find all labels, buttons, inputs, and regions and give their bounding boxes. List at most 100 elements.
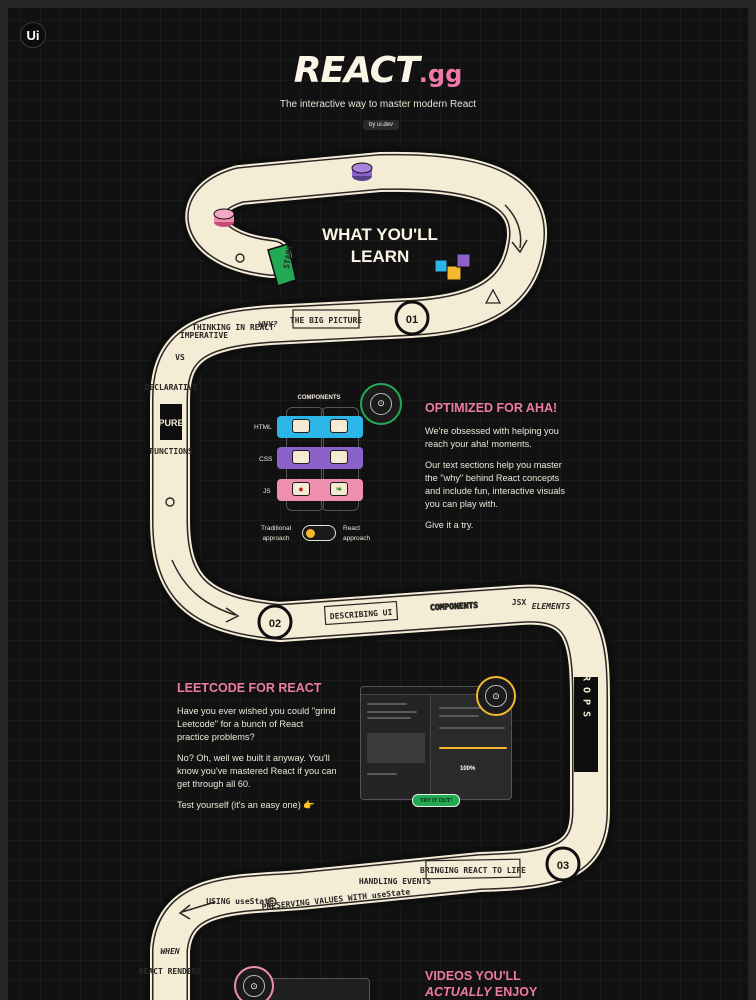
tile-vs: VS <box>175 353 185 362</box>
gear-icon <box>165 497 175 507</box>
tile-thinking: THINKING IN REACT <box>192 323 274 332</box>
preview-line <box>367 711 417 713</box>
svg-text:01: 01 <box>406 314 418 326</box>
preview-line <box>439 715 479 717</box>
tile-big-picture[interactable]: THE BIG PICTURE <box>290 309 362 329</box>
arrow-left <box>178 901 216 920</box>
videos-line-2: ACTUALLY ENJOY <box>425 984 537 1000</box>
videos-heading: VIDEOS YOU'LL ACTUALLY ENJOY <box>425 968 537 1000</box>
preview-progress <box>439 747 507 749</box>
tile-usestate: USING useState <box>206 897 274 906</box>
tile-jsx: JSX <box>512 598 527 607</box>
step-03-marker[interactable]: 03 <box>545 846 581 882</box>
try-it-out-button[interactable]: TRY IT OUT! <box>412 794 460 807</box>
svg-text:P R O P S: P R O P S <box>581 663 592 717</box>
learn-line-1: WHAT YOU'LL <box>322 225 438 244</box>
video-medal-icon: ⊙ <box>234 966 274 1000</box>
document-icon: ▤ <box>292 419 310 433</box>
tile-props[interactable]: P R O P S <box>574 663 598 772</box>
gauge-icon: ⊙ <box>485 685 507 707</box>
tile-handling-events: HANDLING EVENTS <box>359 877 431 886</box>
gear-icon <box>267 897 277 907</box>
tile-pure[interactable]: PURE <box>158 404 184 440</box>
start-flag[interactable]: START <box>267 243 297 287</box>
preview-line <box>439 707 499 709</box>
what-youll-learn-title: WHAT YOU'LL LEARN <box>300 224 460 268</box>
tile-imperative: IMPERATIVE <box>180 331 228 340</box>
leetcode-paragraph: No? Oh, well we built it anyway. You'll … <box>177 753 337 789</box>
completion-percent: 100% <box>460 766 476 772</box>
toggle-knob <box>306 529 315 538</box>
svg-text:PURE: PURE <box>158 418 183 428</box>
svg-text:DESCRIBING UI: DESCRIBING UI <box>330 608 393 621</box>
tile-declarative: DECLARATIVE <box>145 383 198 392</box>
leetcode-heading: LEETCODE FOR REACT <box>177 681 322 695</box>
svg-text:BRINGING REACT TO LIFE: BRINGING REACT TO LIFE <box>420 866 526 875</box>
preview-line <box>367 717 411 719</box>
react-label: React approach <box>343 525 371 542</box>
arrow-down-right <box>504 204 528 254</box>
pink-token-icon <box>213 208 235 227</box>
brand-suffix: .gg <box>418 60 463 88</box>
aha-paragraph: Our text sections help you master the "w… <box>425 460 565 509</box>
js-row[interactable]: ● ❧ <box>277 479 363 501</box>
tomato-icon: ● <box>292 482 310 496</box>
tile-bringing-react[interactable]: BRINGING REACT TO LIFE <box>420 858 526 880</box>
row-label-css: CSS <box>259 456 273 463</box>
tile-describing-ui[interactable]: DESCRIBING UI <box>323 600 399 626</box>
step-01-marker[interactable]: 01 <box>394 300 430 336</box>
brand-logo[interactable]: REACT.gg <box>0 50 756 91</box>
tile-why: WHY? <box>258 320 277 329</box>
ui-dev-logo[interactable]: Ui <box>20 22 46 48</box>
challenge-medal-icon: ⊙ <box>476 676 516 716</box>
start-label: START <box>282 244 295 269</box>
road-surface <box>153 155 607 1000</box>
css-row[interactable]: ◢ ◣ <box>277 447 363 469</box>
preview-line <box>367 773 397 775</box>
preview-line <box>367 703 407 705</box>
step-02-marker[interactable]: 02 <box>257 604 293 640</box>
gauge-icon: ⊙ <box>369 392 393 416</box>
gauge-icon: ⊙ <box>243 975 265 997</box>
interactive-medal-icon: ⊙ <box>360 383 402 425</box>
cubes-icon <box>434 253 471 281</box>
videos-line-1: VIDEOS YOU'LL <box>425 969 521 983</box>
gear-icon <box>235 253 245 263</box>
preview-line <box>439 727 505 729</box>
tile-when: WHEN <box>160 947 179 956</box>
aha-text: We're obsessed with helping you reach yo… <box>425 425 575 540</box>
leetcode-paragraph: Test yourself (it's an easy one) 👉 <box>177 800 315 810</box>
row-label-html: HTML <box>254 424 272 431</box>
row-label-js: JS <box>263 488 271 495</box>
tagline: The interactive way to master modern Rea… <box>279 99 477 110</box>
arrow-right <box>171 559 240 623</box>
traditional-label: Traditional approach <box>260 525 292 542</box>
byline-badge[interactable]: by ui.dev <box>363 120 400 130</box>
tile-components: COMPONENTS <box>430 601 479 613</box>
learn-line-2: LEARN <box>350 247 410 266</box>
approach-toggle[interactable] <box>302 525 336 541</box>
preview-instructions <box>361 695 431 799</box>
cheese-icon: ◣ <box>330 450 348 464</box>
video-preview[interactable] <box>268 978 370 1000</box>
prism-icon <box>484 288 502 304</box>
preview-toolbar <box>361 687 511 695</box>
tile-functions: FUNCTIONS <box>149 447 193 456</box>
videos-line-3: ENJOY <box>494 985 538 999</box>
brand-name: REACT <box>293 50 420 91</box>
svg-text:02: 02 <box>269 618 281 630</box>
html-row[interactable]: ▤ ◢ <box>277 416 363 438</box>
svg-text:THE BIG PICTURE: THE BIG PICTURE <box>290 316 362 325</box>
tile-elements: ELEMENTS <box>532 602 571 611</box>
leetcode-text: Have you ever wished you could "grind Le… <box>177 705 337 820</box>
pepper-icon: ❧ <box>330 482 348 496</box>
leetcode-paragraph: Have you ever wished you could "grind Le… <box>177 706 336 742</box>
purple-token-icon <box>351 162 373 181</box>
svg-text:03: 03 <box>557 860 569 872</box>
aha-heading: OPTIMIZED FOR AHA! <box>425 401 558 415</box>
diagram-title: COMPONENTS <box>297 395 341 401</box>
cheese-icon: ◢ <box>292 450 310 464</box>
aha-paragraph: We're obsessed with helping you reach yo… <box>425 426 559 449</box>
aha-paragraph: Give it a try. <box>425 520 474 530</box>
